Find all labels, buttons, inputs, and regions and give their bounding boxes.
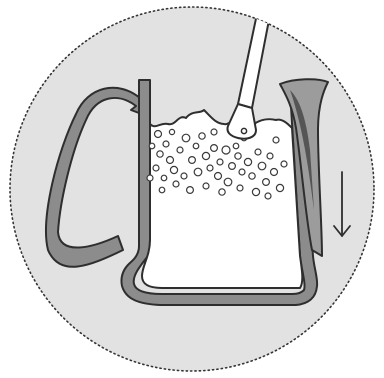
foam-bubble	[170, 166, 177, 173]
foam-bubble	[177, 147, 183, 153]
foam-bubble	[255, 149, 261, 155]
foam-bubble	[273, 137, 279, 143]
foam-bubble	[235, 153, 241, 159]
foam-bubble	[281, 161, 287, 167]
foam-bubble	[265, 193, 271, 199]
foam-bubble	[252, 188, 259, 195]
foam-bubble	[258, 162, 266, 170]
foam-bubble	[207, 165, 213, 171]
milk	[142, 110, 302, 288]
foam-bubble	[194, 168, 202, 176]
foam-bubble	[229, 163, 236, 170]
foam-bubble	[161, 175, 167, 181]
foam-bubble	[163, 141, 169, 147]
foam-bubble	[271, 169, 278, 176]
foam-bubble	[215, 173, 222, 180]
foam-bubble	[219, 189, 225, 195]
foam-bubble	[153, 165, 159, 171]
foam-bubble	[276, 184, 283, 191]
foam-bubble	[267, 153, 273, 159]
foam-bubble	[149, 143, 155, 149]
foam-bubble	[203, 183, 209, 189]
foam-bubble	[173, 181, 179, 187]
foam-bubble	[199, 133, 205, 139]
foam-bubble	[193, 143, 199, 149]
foam-bubble	[217, 159, 223, 165]
foam-bubble	[187, 187, 194, 194]
foam-bubble	[167, 157, 174, 164]
foam-bubble	[157, 151, 163, 157]
foam-bubble	[211, 129, 217, 135]
foam-bubble	[189, 157, 196, 164]
foam-bubble	[169, 129, 174, 134]
foam-bubble	[182, 134, 190, 142]
foam-bubble	[224, 178, 232, 186]
foam-bubble	[222, 146, 230, 154]
foam-bubble	[147, 175, 153, 181]
foam-bubble	[181, 173, 187, 179]
foam-bubble	[155, 131, 162, 138]
foam-bubble	[237, 185, 243, 191]
foam-bubble	[263, 179, 270, 186]
foam-bubble	[211, 145, 218, 152]
foam-bubble	[233, 143, 239, 149]
foam-bubble	[239, 169, 245, 175]
foam-bubble	[249, 173, 255, 179]
foam-bubble	[159, 187, 165, 193]
foam-bubble	[202, 152, 209, 159]
foam-bubble	[244, 158, 251, 165]
